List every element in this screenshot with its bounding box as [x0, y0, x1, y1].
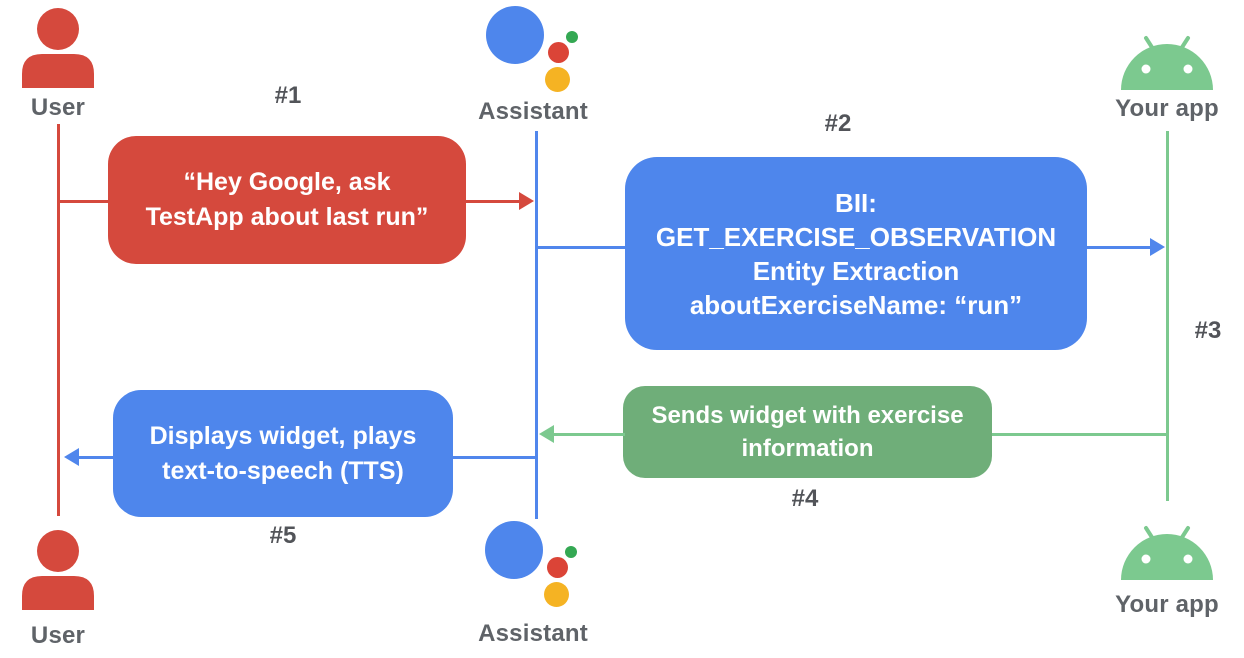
- message-2-text: Entity Extraction: [752, 255, 960, 286]
- message-4-text: information: [741, 435, 874, 462]
- message-4-box: Sends widget with exercise information: [623, 386, 992, 478]
- actor-label-assistant-top: Assistant: [478, 98, 588, 125]
- message-2-text: BII:: [835, 187, 877, 218]
- message-2-arrowhead: [1150, 238, 1165, 256]
- message-4-line-left: [553, 433, 625, 436]
- message-1-text: TestApp about last run”: [145, 203, 429, 231]
- message-5-line-right: [451, 456, 536, 459]
- actor-label-app-bottom: Your app: [1115, 591, 1219, 618]
- user-lifeline: [57, 124, 60, 516]
- google-assistant-logo: [480, 6, 590, 96]
- message-5-text: Displays widget, plays: [149, 421, 417, 450]
- message-1-line-right: [466, 200, 520, 203]
- message-5-text: text-to-speech (TTS): [162, 456, 404, 485]
- actor-label-app-top: Your app: [1115, 95, 1219, 122]
- message-2-text: aboutExerciseName: “run”: [689, 289, 1023, 320]
- actor-label-user-top: User: [30, 94, 86, 121]
- assistant-red-dot: [547, 557, 568, 578]
- person-icon: [18, 530, 98, 617]
- google-assistant-logo: [479, 521, 589, 611]
- message-2-box: BII: GET_EXERCISE_OBSERVATION Entity Ext…: [625, 157, 1087, 350]
- actor-label-user-bottom: User: [30, 622, 86, 649]
- assistant-green-dot: [565, 546, 577, 558]
- message-1-line-left: [57, 200, 110, 203]
- actor-label-assistant-bottom: Assistant: [478, 620, 588, 647]
- step-5-badge: #5: [269, 522, 297, 549]
- step-1-badge: #1: [274, 82, 302, 109]
- assistant-red-dot: [548, 42, 569, 63]
- step-2-badge: #2: [824, 110, 852, 137]
- message-1-text: “Hey Google, ask: [183, 168, 391, 196]
- app-lifeline: [1166, 131, 1169, 501]
- message-2-line-left: [536, 246, 627, 249]
- message-2-text: GET_EXERCISE_OBSERVATION: [655, 221, 1057, 252]
- message-5-line-left: [78, 456, 115, 459]
- step-4-badge: #4: [791, 485, 819, 512]
- assistant-blue-dot: [485, 521, 543, 579]
- assistant-blue-dot: [486, 6, 544, 64]
- message-4-arrowhead: [539, 425, 554, 443]
- assistant-yellow-dot: [544, 582, 569, 607]
- android-icon: [1119, 520, 1215, 587]
- android-icon: [1119, 30, 1215, 97]
- step-3-badge: #3: [1194, 317, 1222, 344]
- assistant-green-dot: [566, 31, 578, 43]
- assistant-yellow-dot: [545, 67, 570, 92]
- message-1-arrowhead: [519, 192, 534, 210]
- message-5-arrowhead: [64, 448, 79, 466]
- message-4-line-right: [990, 433, 1166, 436]
- person-icon: [18, 8, 98, 95]
- message-1-box: “Hey Google, ask TestApp about last run”: [108, 136, 466, 264]
- message-4-text: Sends widget with exercise: [651, 402, 964, 429]
- message-2-line-right: [1087, 246, 1151, 249]
- message-5-box: Displays widget, plays text-to-speech (T…: [113, 390, 453, 517]
- assistant-lifeline: [535, 131, 538, 519]
